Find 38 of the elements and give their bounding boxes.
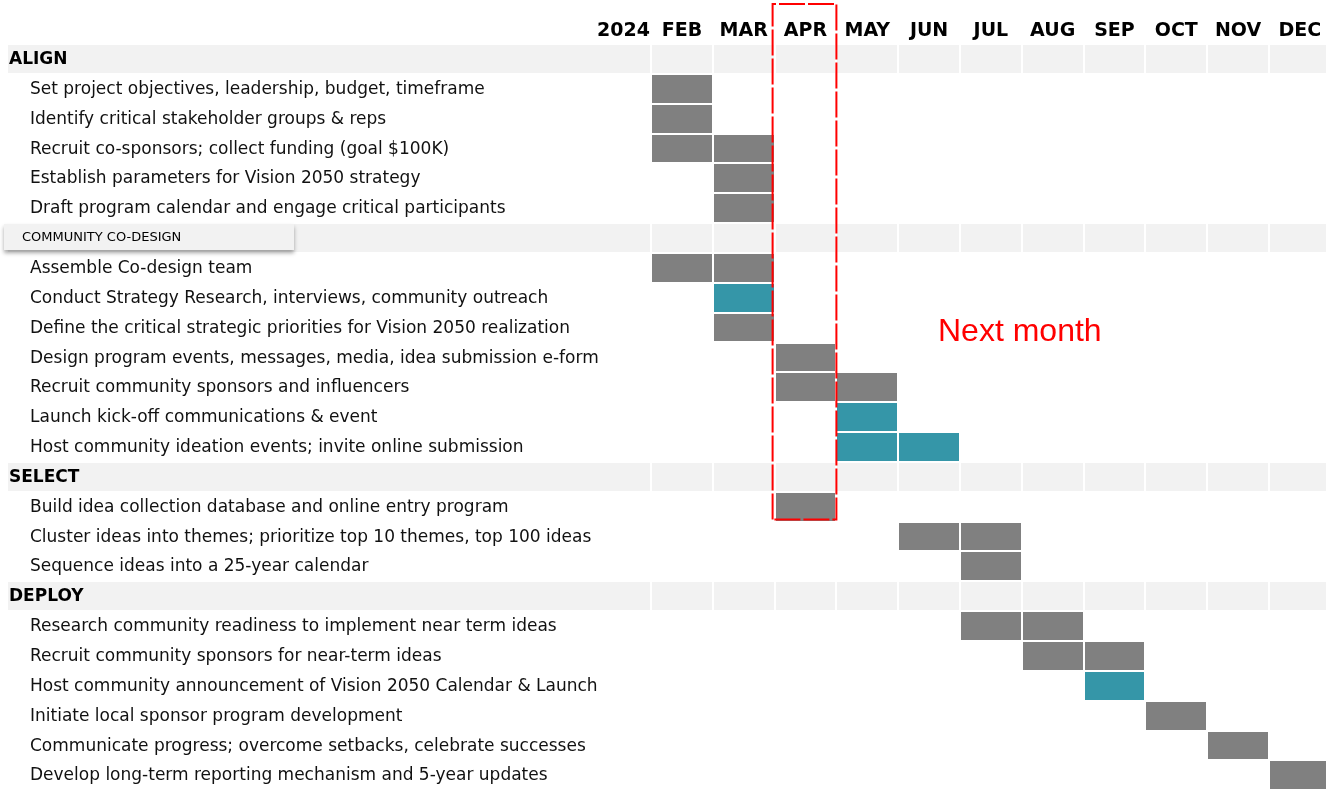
task-label: Establish parameters for Vision 2050 strategy [30, 166, 421, 190]
month-header: NOV [1213, 17, 1263, 42]
month-header: SEP [1093, 17, 1136, 42]
task-label: Build idea collection database and online entry program [30, 494, 509, 518]
section-heading: SELECT [9, 464, 80, 488]
task-label: Research community readiness to implement near term ideas [30, 614, 557, 638]
month-header: JUL [971, 17, 1010, 42]
year-header: 2024 [596, 17, 650, 42]
task-label: Sequence ideas into a 25-year calendar [30, 554, 369, 578]
section-heading: DEPLOY [9, 584, 84, 608]
month-header: OCT [1153, 17, 1199, 42]
task-label: Initiate local sponsor program development [30, 703, 403, 727]
task-label: Conduct Strategy Research, interviews, community outreach [30, 285, 549, 309]
task-label: Develop long-term reporting mechanism and 5-year updates [30, 763, 548, 787]
task-label: Recruit co-sponsors; collect funding (goal $100K) [30, 136, 450, 160]
section-heading: ALIGN [9, 47, 68, 70]
task-label: Launch kick-off communications & event [30, 405, 378, 429]
month-header: AUG [1029, 17, 1077, 42]
task-label: Cluster ideas into themes; prioritize top 10 themes, top 100 ideas [30, 524, 592, 548]
task-label: Assemble Co-design team [30, 255, 253, 279]
task-label: Define the critical strategic priorities for Vision 2050 realization [30, 315, 570, 339]
task-label: Set project objectives, leadership, budget, timeframe [30, 76, 485, 100]
month-header: FEB [660, 17, 704, 42]
task-label: Host community announcement of Vision 2050 Calendar & Launch [30, 673, 598, 697]
section-heading: COMMUNITY CO-DESIGN [4, 224, 294, 250]
month-header: DEC [1277, 17, 1323, 42]
task-label: Recruit community sponsors for near-term ideas [30, 644, 442, 667]
month-header: MAY [843, 17, 892, 42]
task-label: Draft program calendar and engage critical participants [30, 196, 506, 220]
month-header: APR [782, 17, 829, 42]
task-label: Host community ideation events; invite online submission [30, 435, 524, 459]
month-header: MAR [718, 17, 769, 42]
task-label: Identify critical stakeholder groups & reps [30, 106, 387, 130]
task-label: Design program events, messages, media, idea submission e-form [30, 345, 599, 369]
task-label: Communicate progress; overcome setbacks, celebrate successes [30, 733, 586, 757]
task-label: Recruit community sponsors and influencers [30, 375, 410, 399]
annotation-text: Next month [938, 311, 1102, 350]
month-header: JUN [908, 17, 950, 42]
